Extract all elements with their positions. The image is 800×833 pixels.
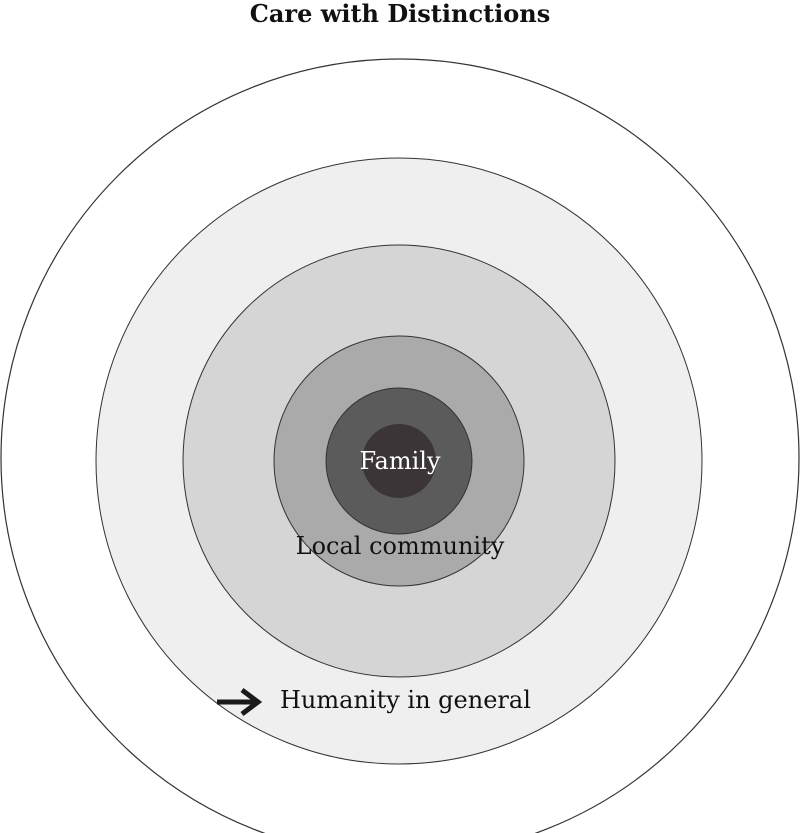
diagram-title: Care with Distinctions xyxy=(249,0,551,28)
ring-self-core xyxy=(362,424,436,498)
label-humanity-in-general: Humanity in general xyxy=(280,686,531,714)
arrow-right-icon xyxy=(217,688,263,716)
label-family: Family xyxy=(360,447,441,475)
label-local-community: Local community xyxy=(296,532,505,560)
